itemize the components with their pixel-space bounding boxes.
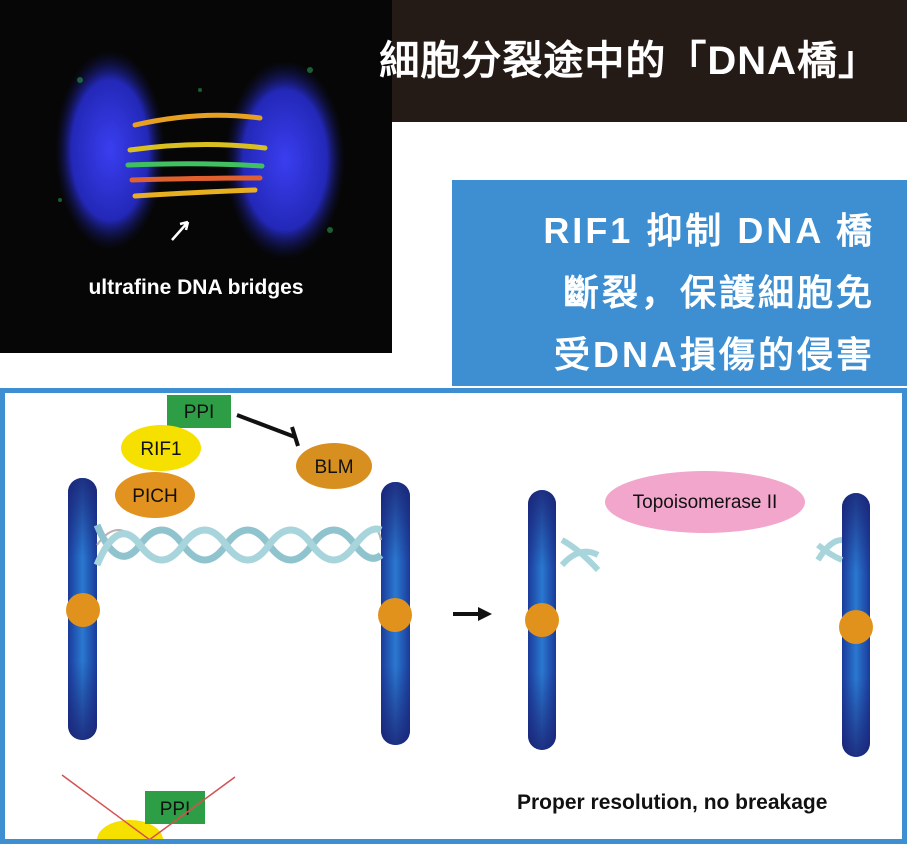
chromosome-right <box>378 482 412 745</box>
page-title: 細胞分裂途中的「DNA橋」 <box>379 39 879 83</box>
chromosome-left <box>66 478 100 740</box>
inhibition-bar <box>290 426 300 447</box>
pich-ellipse: PICH <box>115 472 195 518</box>
caption: Proper resolution, no breakage <box>517 791 827 814</box>
micrograph-label: ultrafine DNA bridges <box>88 276 304 299</box>
svg-text:RIF1: RIF1 <box>140 439 181 460</box>
cross-line <box>149 776 236 839</box>
subtitle-box: RIF1 抑制 DNA 橋 斷裂，保護細胞免 受DNA損傷的侵害 <box>452 180 907 386</box>
svg-text:BLM: BLM <box>314 457 353 478</box>
cross-line <box>61 774 150 839</box>
svg-text:Topoisomerase II: Topoisomerase II <box>633 492 778 513</box>
inhibition-line <box>236 413 296 439</box>
chromosome-resolved-right <box>839 493 873 757</box>
ppi-box: PPI <box>167 395 231 428</box>
subtitle-line: 受DNA損傷的侵害 <box>554 334 875 375</box>
dna-bridge <box>93 523 844 573</box>
topoisomerase-ellipse: Topoisomerase II <box>605 471 805 533</box>
micrograph-image: ultrafine DNA bridges <box>0 0 392 353</box>
rif1-ellipse: RIF1 <box>121 425 201 471</box>
svg-text:PPI: PPI <box>184 402 215 423</box>
subtitle-line: RIF1 抑制 DNA 橋 <box>543 210 875 251</box>
title-banner: 細胞分裂途中的「DNA橋」 <box>379 0 907 122</box>
svg-text:PICH: PICH <box>132 486 177 507</box>
blm-ellipse: BLM <box>296 443 372 489</box>
subtitle-line: 斷裂，保護細胞免 <box>562 272 875 313</box>
arrow-icon <box>171 220 190 241</box>
diagram-panel: PPI RIF1 PICH BLM Topoisomerase II PPI P… <box>0 388 907 844</box>
ppi-box-crossed: PPI <box>145 791 205 824</box>
rif1-ellipse-partial <box>97 820 163 839</box>
right-arrow-icon <box>453 607 492 621</box>
svg-text:PPI: PPI <box>160 799 191 820</box>
chromosome-resolved-left <box>525 490 559 750</box>
